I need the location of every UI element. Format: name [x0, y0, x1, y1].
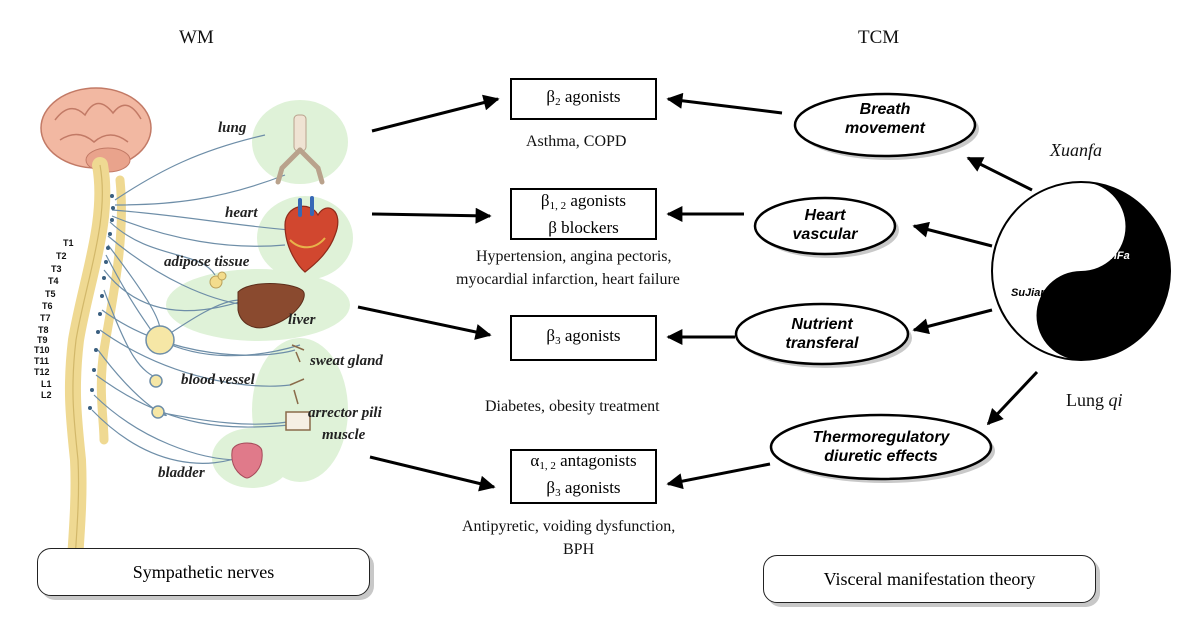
- alpha-symbol: α: [530, 450, 540, 470]
- label-lung-qi: Lung qi: [1066, 390, 1123, 411]
- box-beta3-agonists: β3 agonists: [510, 315, 657, 361]
- spinal-cord: [64, 157, 126, 583]
- beta3-subscript: 3: [555, 486, 561, 499]
- heart-illustration: [284, 196, 339, 273]
- skin-illustration: [285, 344, 311, 431]
- tcm-ovals: [734, 92, 995, 483]
- spinal-level-l2: L2: [41, 390, 52, 400]
- spinal-level-l1: L1: [41, 379, 52, 389]
- box-alpha12-antagonists: α1, 2 antagonists β3 agonists: [510, 449, 657, 504]
- caption-hypertension: Hypertension, angina pectoris,: [476, 248, 672, 265]
- yinyang-sujiang-text: SuJiang: [1011, 287, 1054, 299]
- ganglion-rings: [145, 325, 175, 419]
- spinal-level-t7: T7: [40, 313, 51, 323]
- alpha12-text: antagonists: [555, 450, 637, 470]
- spinal-level-t3: T3: [51, 264, 62, 274]
- caption-antipyretic: Antipyretic, voiding dysfunction,: [462, 518, 676, 535]
- label-sweat-gland: sweat gland: [310, 353, 383, 369]
- lung-illustration: [275, 114, 325, 185]
- beta-symbol: β: [540, 190, 550, 210]
- spinal-level-t11: T11: [34, 356, 50, 366]
- beta12-line1: β1, 2 agonists: [541, 190, 626, 217]
- beta3-text: agonists: [560, 325, 621, 345]
- yinyang-arrows: [912, 156, 1039, 426]
- label-lung: lung: [218, 120, 247, 136]
- spinal-level-t8: T8: [38, 325, 49, 335]
- alpha12-subscript: 1, 2: [539, 459, 556, 472]
- yinyang-symbol: [991, 181, 1171, 361]
- beta-blockers-line: β blockers: [548, 217, 619, 237]
- beta2-subscript: 2: [555, 95, 561, 108]
- spinal-level-t5: T5: [45, 289, 56, 299]
- spinal-level-t12: T12: [34, 367, 50, 377]
- caption-diabetes: Diabetes, obesity treatment: [485, 398, 660, 415]
- label-adipose-tissue: adipose tissue: [164, 254, 250, 270]
- beta3-line: β3 agonists: [546, 325, 620, 352]
- footer-sympathetic-nerves: Sympathetic nerves: [37, 548, 370, 596]
- lung-prefix: Lung: [1066, 390, 1109, 410]
- yinyang-xuanfa-text: XuanFa: [1090, 250, 1130, 262]
- liver-illustration: [237, 283, 305, 329]
- lung-qi-italic: qi: [1108, 390, 1123, 410]
- spinal-level-t10: T10: [34, 345, 50, 355]
- ganglia: [88, 194, 115, 410]
- spinal-level-t4: T4: [48, 276, 59, 286]
- label-arrector-muscle: muscle: [322, 427, 366, 443]
- organ-halos: [166, 100, 353, 488]
- beta3-subscript: 3: [555, 334, 561, 347]
- label-liver: liver: [288, 312, 316, 328]
- alpha12-line: α1, 2 antagonists: [530, 450, 636, 477]
- oval-thermo-line1: Thermoregulatory: [812, 429, 950, 446]
- label-blood-vessel: blood vessel: [181, 372, 255, 388]
- spinal-level-t2: T2: [56, 251, 67, 261]
- beta12-subscript: 1, 2: [549, 199, 567, 212]
- oval-breath-line1: Breath: [859, 101, 911, 118]
- spinal-level-t9: T9: [37, 335, 48, 345]
- oval-heart-line1: Heart: [804, 207, 846, 224]
- oval-nutrient-transferal: Nutrient transferal: [752, 315, 892, 353]
- adipose-illustration: [209, 271, 227, 289]
- oval-thermoregulatory: Thermoregulatory diuretic effects: [781, 428, 981, 466]
- oval-breath-line2: movement: [844, 120, 926, 137]
- beta12-text: agonists: [566, 190, 627, 210]
- bladder-illustration: [231, 442, 263, 479]
- oval-thermo-line2: diuretic effects: [824, 448, 938, 465]
- right-arrows: [666, 92, 783, 490]
- caption-asthma-copd: Asthma, COPD: [526, 133, 627, 150]
- label-arrector-pili: arrector pili: [308, 405, 382, 421]
- beta2-text: agonists: [560, 86, 621, 106]
- wm-header: WM: [179, 27, 214, 48]
- label-heart: heart: [225, 205, 258, 221]
- label-xuanfa: Xuanfa: [1050, 140, 1102, 160]
- left-arrows: [357, 94, 500, 492]
- footer-visceral-manifestation: Visceral manifestation theory: [763, 555, 1096, 603]
- beta-symbol: β: [546, 325, 556, 345]
- box-beta2-agonists: β2 agonists: [510, 78, 657, 120]
- oval-breath-movement: Breath movement: [805, 100, 965, 138]
- label-bladder: bladder: [158, 465, 205, 481]
- beta3-text: agonists: [560, 477, 621, 497]
- oval-heart-vascular: Heart vascular: [765, 206, 885, 244]
- beta3-second-line: β3 agonists: [546, 477, 620, 504]
- caption-bph: BPH: [563, 541, 595, 558]
- beta-symbol: β: [546, 86, 556, 106]
- box-beta12: β1, 2 agonists β blockers: [510, 188, 657, 240]
- spinal-level-t6: T6: [42, 301, 53, 311]
- beta-symbol: β: [546, 477, 556, 497]
- oval-nutrient-line1: Nutrient: [791, 316, 853, 333]
- caption-myocardial: myocardial infarction, heart failure: [456, 271, 680, 288]
- tcm-header: TCM: [858, 27, 900, 48]
- spinal-level-t1: T1: [63, 238, 74, 248]
- oval-heart-line2: vascular: [792, 226, 858, 243]
- oval-nutrient-line2: transferal: [785, 335, 859, 352]
- beta2-line: β2 agonists: [546, 86, 620, 113]
